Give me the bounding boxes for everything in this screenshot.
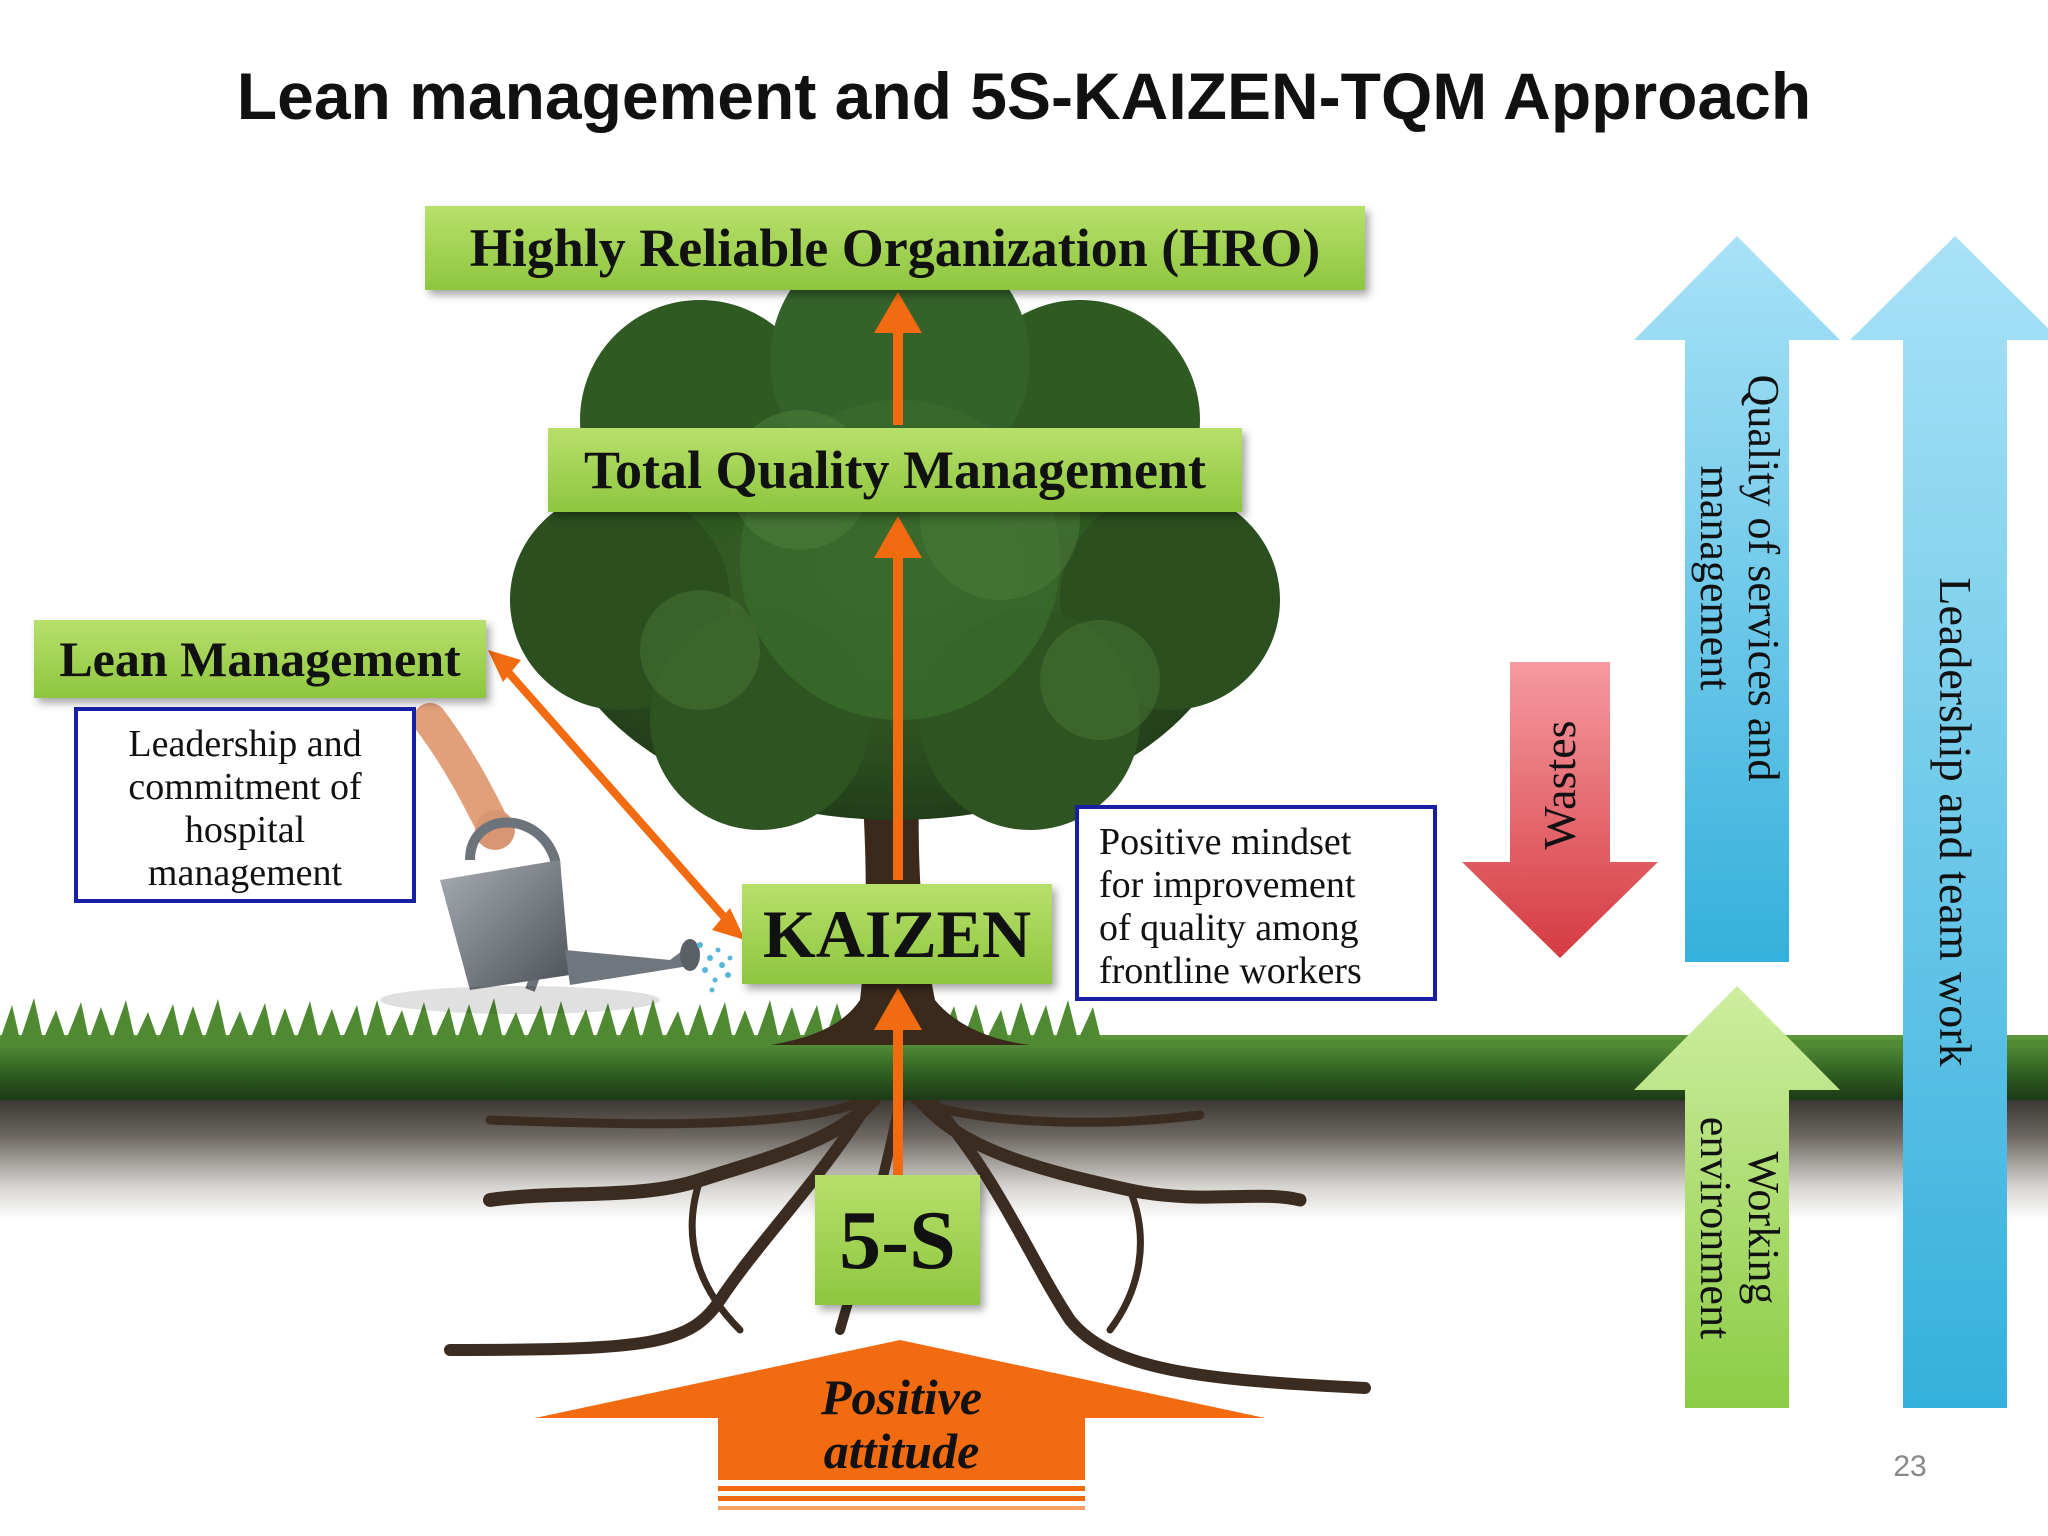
working-line: environment (1691, 1116, 1740, 1340)
working-line: Working (1739, 1151, 1788, 1305)
note-line: management (147, 852, 343, 894)
note-line: Leadership and (128, 723, 362, 765)
five-s-label: 5-S (839, 1193, 956, 1287)
quality-label: Quality of services and management (1687, 338, 1788, 818)
positive-attitude-line: attitude (823, 1423, 980, 1479)
note-line: hospital (184, 809, 306, 851)
lean-management-box: Lean Management (34, 620, 486, 698)
note-line: for improvement (1099, 864, 1356, 906)
watering-can-illustration (380, 703, 733, 1014)
note-line: frontline workers (1099, 950, 1362, 992)
leadership-commitment-note: Leadership and commitment of hospital ma… (74, 707, 416, 903)
leadership-arrow (1850, 236, 2048, 1408)
page-title: Lean management and 5S-KAIZEN-TQM Approa… (236, 59, 1812, 133)
lean-management-label: Lean Management (59, 631, 461, 687)
quality-line: Quality of services and (1739, 374, 1788, 782)
quality-arrow (1634, 236, 1840, 962)
tree-roots (444, 1083, 1371, 1394)
note-line: Positive mindset (1099, 821, 1352, 863)
kaizen-box: KAIZEN (742, 884, 1052, 984)
kaizen-label: KAIZEN (762, 895, 1032, 972)
positive-attitude-line: Positive (820, 1369, 983, 1425)
note-line: of quality among (1099, 907, 1359, 949)
positive-mindset-note: Positive mindset for improvement of qual… (1075, 805, 1437, 1001)
quality-line: management (1691, 465, 1740, 691)
tqm-label: Total Quality Management (583, 440, 1206, 500)
positive-attitude-arrow (535, 1340, 1265, 1510)
working-environment-label: Working environment (1687, 1078, 1788, 1378)
five-s-box: 5-S (815, 1175, 980, 1305)
positive-attitude-label: Positive attitude (718, 1370, 1085, 1478)
hro-box: Highly Reliable Organization (HRO) (425, 206, 1365, 290)
hro-label: Highly Reliable Organization (HRO) (469, 218, 1321, 278)
tqm-box: Total Quality Management (548, 428, 1242, 512)
page-number: 23 (1893, 1450, 1927, 1483)
leadership-teamwork-label: Leadership and team work (1930, 577, 1981, 1067)
growth-arrows (488, 292, 922, 1175)
working-environment-arrow (1634, 986, 1840, 1408)
wastes-arrow (1462, 662, 1658, 958)
wastes-label: Wastes (1534, 720, 1585, 850)
note-line: commitment of (128, 766, 362, 808)
